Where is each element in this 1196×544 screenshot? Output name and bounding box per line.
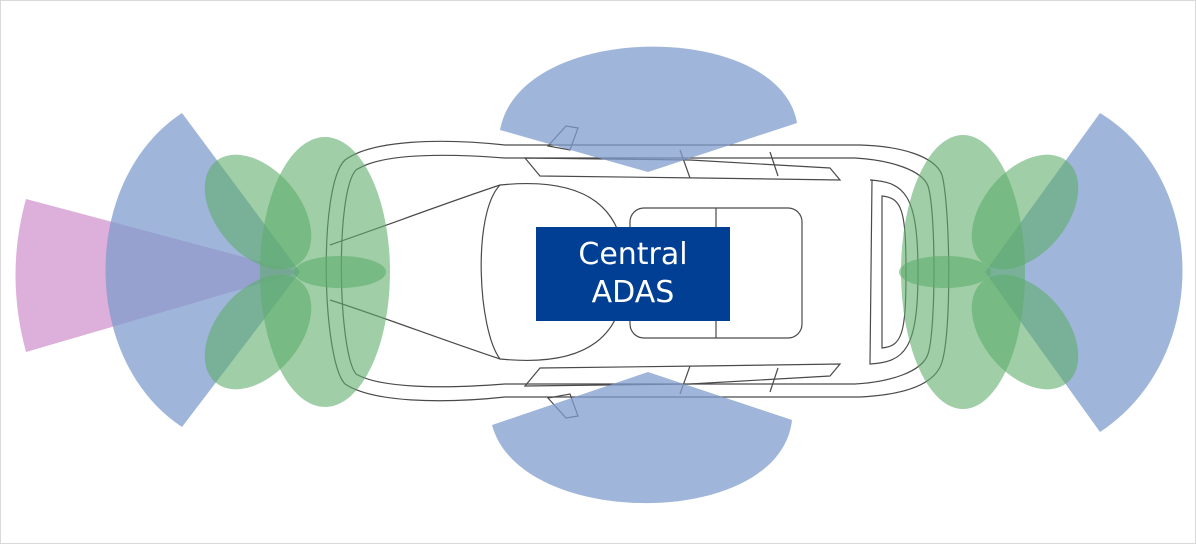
ultrasonic-front-mid bbox=[294, 256, 386, 288]
radar-bottom-side-zone bbox=[492, 372, 792, 504]
radar-coverage-icon bbox=[105, 46, 1183, 504]
central-adas-label: Central ADAS bbox=[536, 227, 730, 321]
ultrasonic-rear-lower bbox=[971, 274, 1079, 390]
radar-front-zone bbox=[105, 113, 300, 427]
ultrasonic-front-lower bbox=[204, 274, 312, 390]
central-adas-label-line1: Central bbox=[578, 237, 688, 272]
windshield-outline bbox=[480, 183, 626, 361]
ultrasonic-front-upper bbox=[204, 154, 312, 270]
radar-rear-zone bbox=[985, 113, 1183, 432]
ultrasonic-coverage-icon bbox=[204, 135, 1079, 409]
door-line-bottom-2 bbox=[769, 367, 779, 393]
side-window-top bbox=[523, 157, 842, 181]
door-line-top-2 bbox=[769, 151, 779, 177]
central-adas-label-line2: ADAS bbox=[591, 275, 675, 310]
central-adas-box bbox=[536, 227, 730, 321]
ultrasonic-rear-mid bbox=[899, 256, 991, 288]
ultrasonic-rear-upper bbox=[971, 154, 1079, 270]
side-window-bottom bbox=[523, 363, 842, 387]
radar-top-side-zone bbox=[500, 46, 797, 172]
